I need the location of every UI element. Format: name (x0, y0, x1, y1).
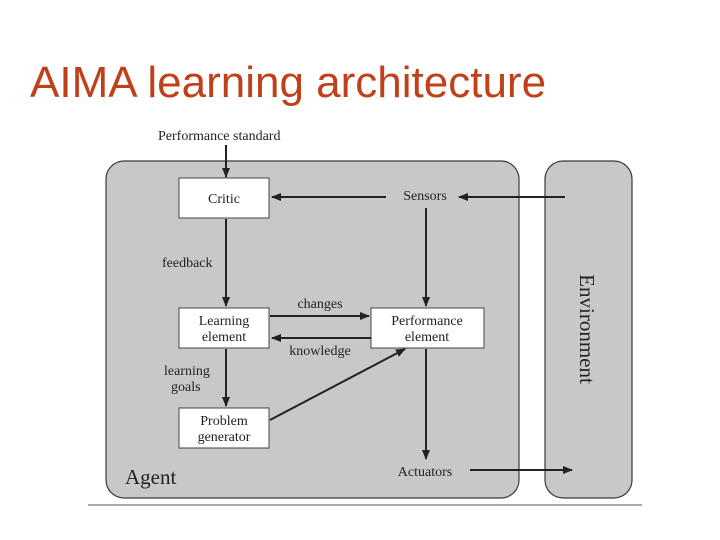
learning-element-label-line1: Learning (199, 314, 250, 329)
environment-panel (544, 160, 633, 499)
feedback-label: feedback (162, 256, 213, 271)
knowledge-label: knowledge (289, 344, 350, 359)
learning-element-label-line2: element (202, 330, 246, 345)
critic-label: Critic (208, 192, 240, 207)
performance-standard-label: Performance standard (158, 129, 280, 144)
problem-generator-label-line2: generator (198, 430, 251, 445)
environment-label: Environment (575, 274, 599, 384)
performance-element-label-line2: element (405, 330, 449, 345)
learning-goals-label-line1: learning (164, 364, 210, 379)
changes-label: changes (297, 297, 342, 312)
arrow-problem-to-performance (269, 348, 406, 421)
performance-element-box (370, 307, 485, 349)
learning-element-box (178, 307, 270, 349)
problem-generator-box (178, 407, 270, 449)
actuators-label: Actuators (398, 465, 452, 480)
slide-title: AIMA learning architecture (30, 58, 547, 107)
agent-label: Agent (125, 465, 176, 489)
critic-box (178, 177, 270, 219)
sensors-label: Sensors (403, 189, 447, 204)
problem-generator-label-line1: Problem (200, 414, 248, 429)
learning-goals-label-line2: goals (171, 380, 201, 395)
performance-element-label-line1: Performance (391, 314, 463, 329)
